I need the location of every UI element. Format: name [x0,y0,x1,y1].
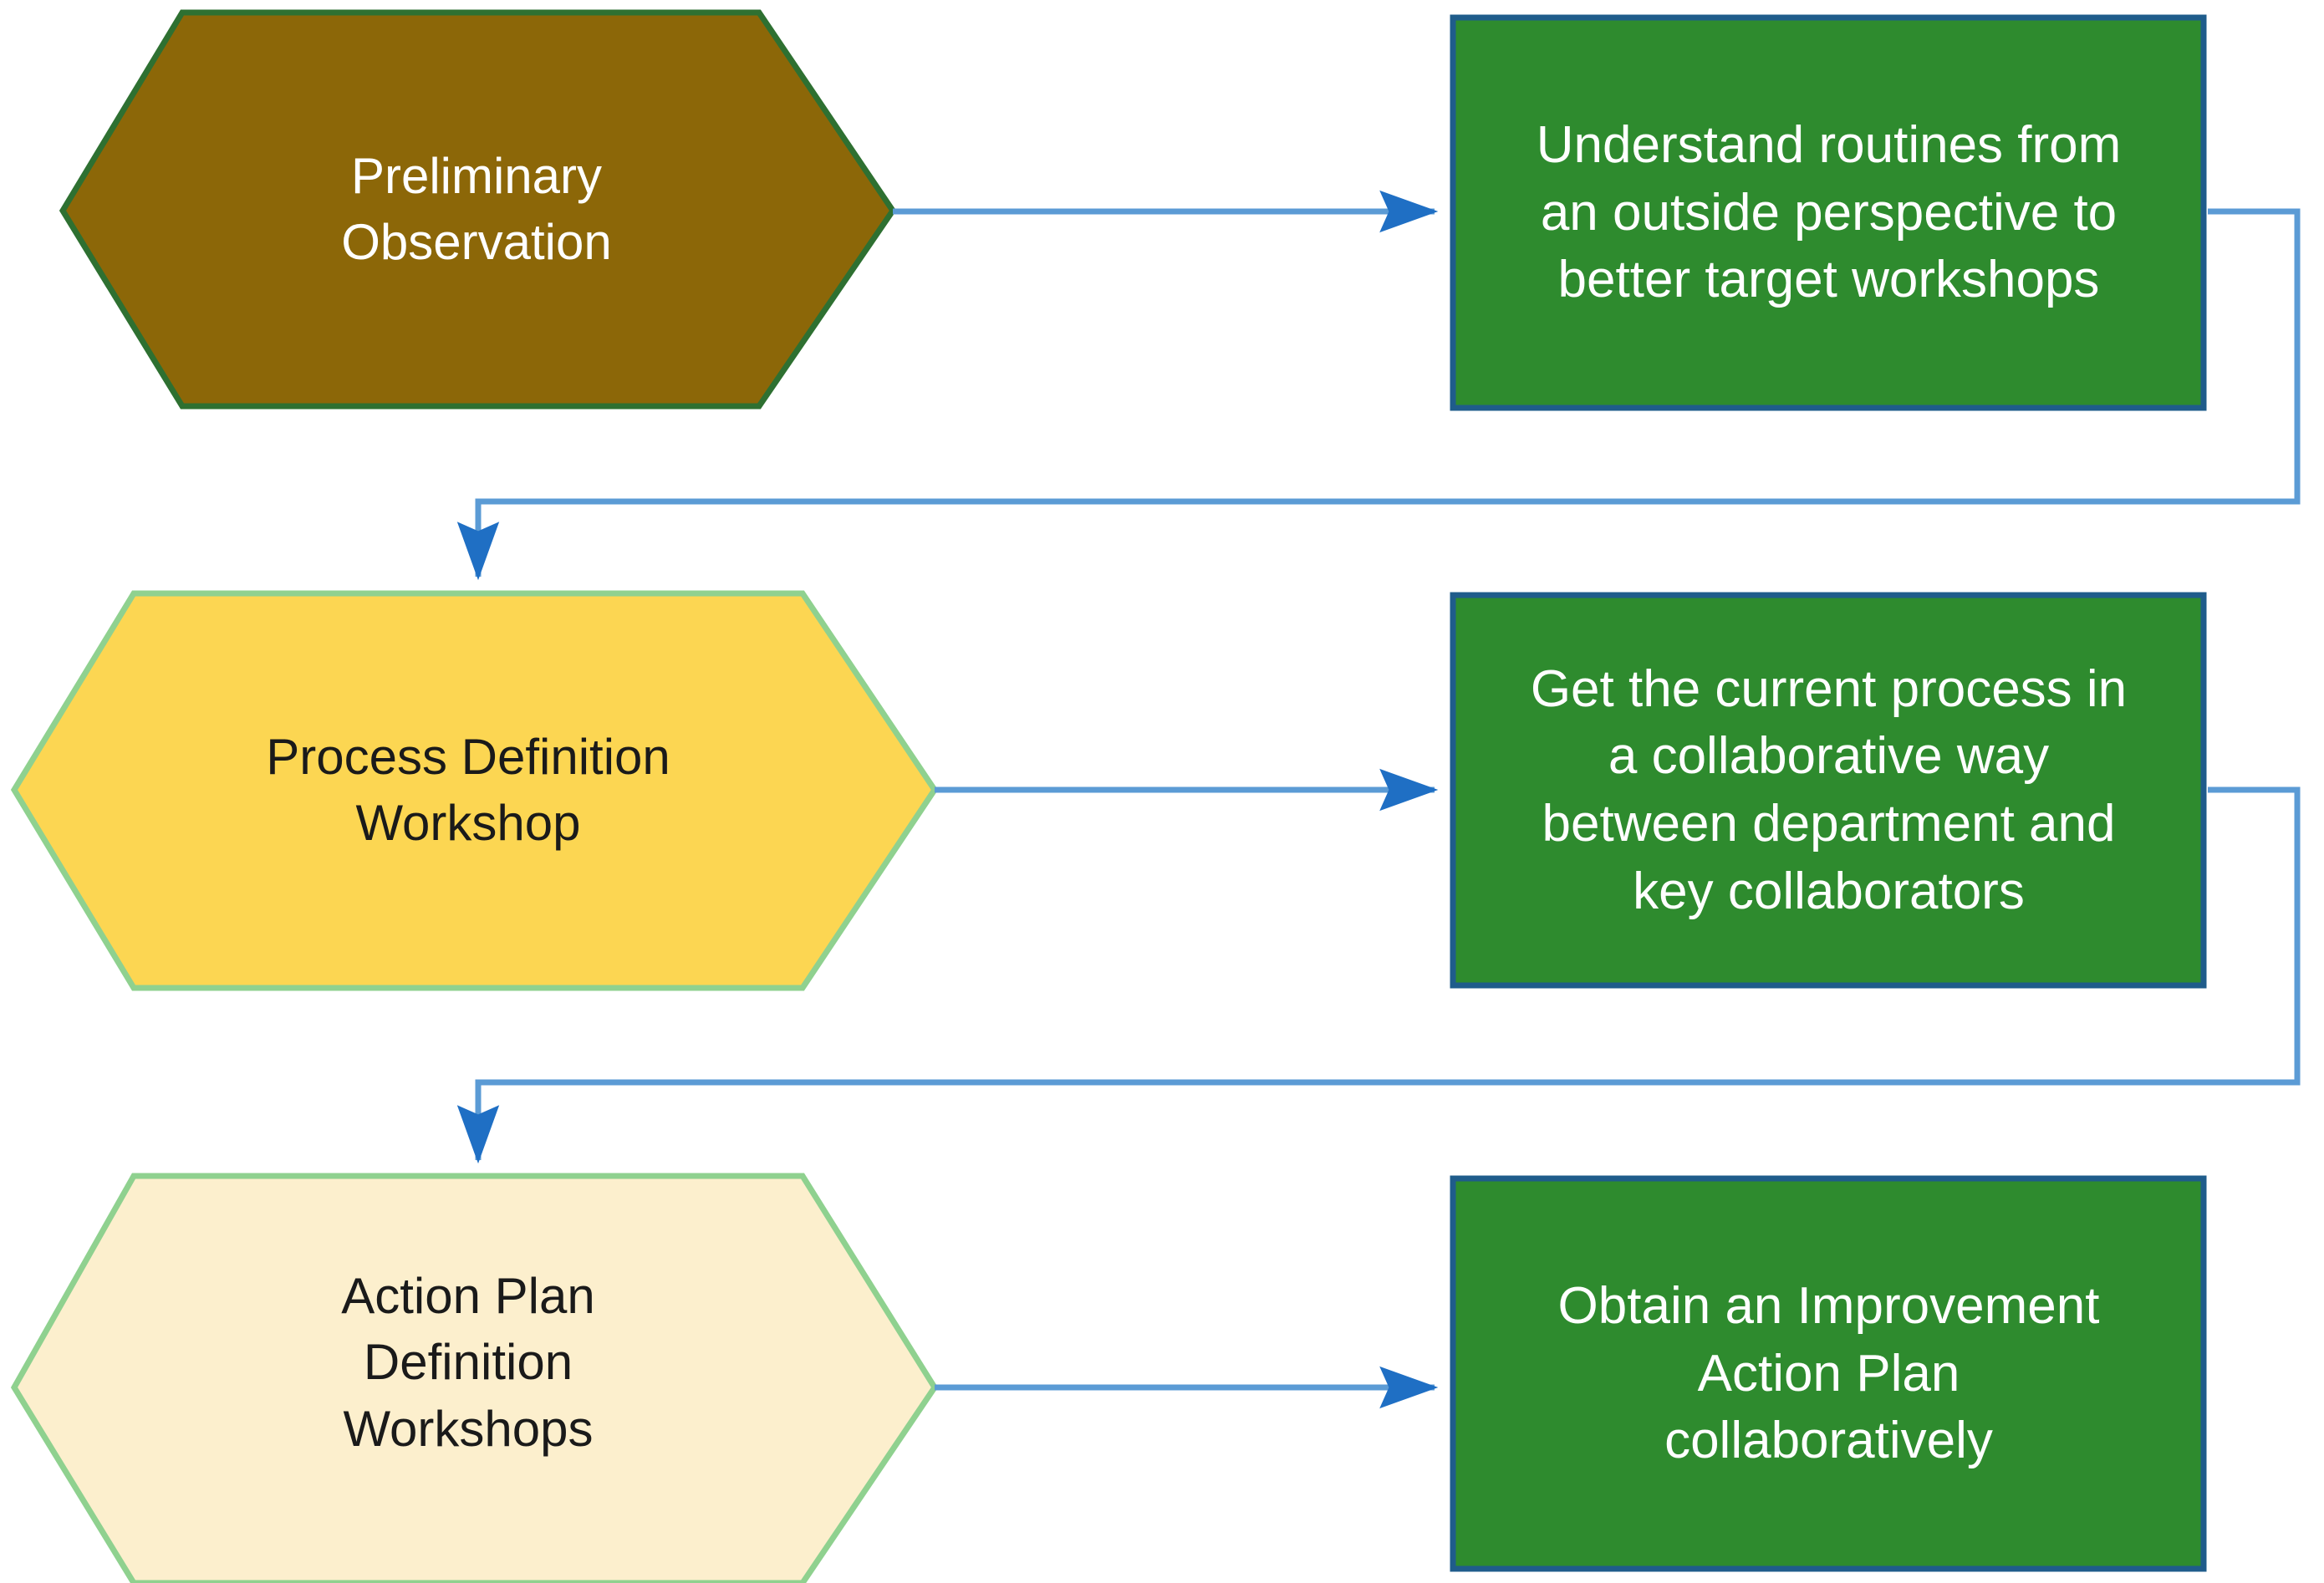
connector-outcome2-to-step3 [456,786,2301,1164]
hexagon-action-plan-definition-workshops[interactable] [10,1173,939,1583]
connector-outcome1-to-step2 [456,208,2301,581]
box-get-current-process[interactable] [1450,592,2207,989]
box-understand-routines[interactable] [1450,14,2207,411]
hexagon-process-definition-workshop[interactable] [10,590,939,991]
hexagon-preliminary-observation[interactable] [59,9,897,410]
box-obtain-improvement-action-plan[interactable] [1450,1175,2207,1572]
